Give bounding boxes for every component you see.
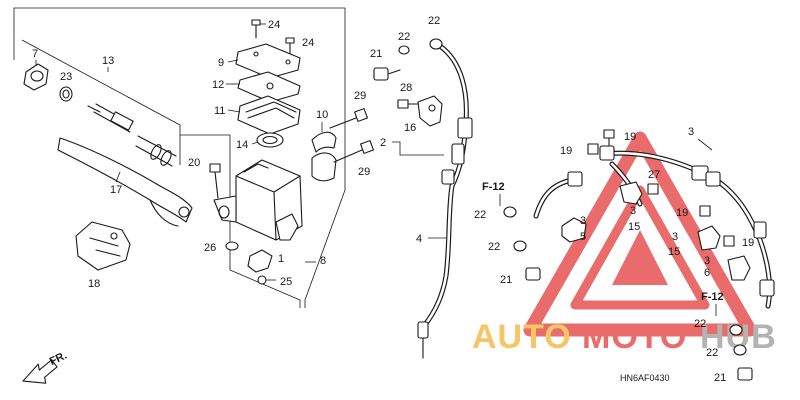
label-27: 27 <box>648 169 660 181</box>
label-22-b: 22 <box>398 31 410 43</box>
part-19-bolt-c <box>699 205 711 217</box>
watermark-text-auto: AUTO <box>472 318 572 356</box>
watermark: AUTO MOTO HUB <box>472 131 776 356</box>
part-22-washer-mid <box>503 206 517 218</box>
label-26: 26 <box>204 242 216 254</box>
part-22-washer-r2 <box>733 344 747 356</box>
label-12: 12 <box>212 79 224 91</box>
front-direction-arrow <box>22 359 58 384</box>
front-direction-label: FR. <box>48 350 69 368</box>
part-4-brake-hose <box>417 43 473 359</box>
label-1: 1 <box>278 253 284 265</box>
part-1-switch <box>247 249 273 273</box>
label-19-d: 19 <box>742 237 754 249</box>
label-15-a: 15 <box>628 221 640 233</box>
part-22-washer-r1 <box>729 324 743 336</box>
label-3-b: 3 <box>630 205 636 217</box>
label-3-c: 3 <box>672 231 678 243</box>
label-22-d: 22 <box>488 241 500 253</box>
part-18-bracket <box>75 221 131 271</box>
label-18: 18 <box>88 278 100 290</box>
part-22-washer-left <box>398 45 410 55</box>
label-6: 6 <box>704 267 710 279</box>
label-5: 5 <box>580 231 586 243</box>
label-14: 14 <box>236 139 248 151</box>
label-11: 11 <box>214 105 225 117</box>
label-22-a: 22 <box>428 15 440 27</box>
label-3-top: 3 <box>688 126 694 138</box>
label-8: 8 <box>320 255 326 267</box>
label-17: 17 <box>110 184 122 196</box>
part-7-cap <box>23 63 49 91</box>
part-21-bolt-mid <box>525 267 541 281</box>
part-14-seal-ring <box>256 132 284 148</box>
label-4: 4 <box>416 233 422 245</box>
label-24-b: 24 <box>302 37 314 49</box>
part-29-bolt-lower <box>333 140 374 163</box>
label-9: 9 <box>218 57 224 69</box>
part-24-screw-top <box>251 19 261 39</box>
label-20: 20 <box>188 157 200 169</box>
label-19-a: 19 <box>624 131 636 143</box>
group-outline-piston <box>21 39 181 165</box>
part-3-brake-hose-right <box>533 145 775 309</box>
label-15-b: 15 <box>668 246 680 258</box>
label-7: 7 <box>32 48 38 60</box>
label-21-a: 21 <box>370 48 382 60</box>
part-21-bolt-low <box>737 367 753 381</box>
part-19-bolt-d <box>723 235 735 247</box>
label-13: 13 <box>102 55 114 67</box>
part-21-bolt-top <box>373 67 401 81</box>
part-clamp-center <box>619 181 643 205</box>
diagram-code: HN6AF0430 <box>620 373 670 383</box>
group-outline-left <box>13 7 346 308</box>
label-22-e: 22 <box>694 318 706 330</box>
ref-f12-right: F-12 <box>701 291 724 303</box>
label-29-a: 29 <box>354 90 366 102</box>
part-clamp-left <box>561 217 587 243</box>
part-22-washer-low <box>513 240 527 252</box>
part-17-brake-lever <box>57 137 193 227</box>
label-3-a: 3 <box>580 215 586 227</box>
part-16-hose-clamp <box>417 95 443 127</box>
part-19-bolt-b <box>587 143 599 155</box>
part-28-screw <box>397 99 419 109</box>
label-19-c: 19 <box>676 207 688 219</box>
label-19-b: 19 <box>560 145 572 157</box>
label-25: 25 <box>280 276 292 288</box>
part-11-diaphragm <box>237 95 301 135</box>
part-25-screw <box>257 275 267 285</box>
part-19-bolt-a <box>603 129 615 147</box>
watermark-text-moto: MOTO <box>582 318 687 356</box>
part-9-reservoir-cover <box>235 43 301 79</box>
part-12-plate <box>237 71 301 103</box>
label-21-c: 21 <box>714 372 726 384</box>
part-26-washer <box>225 241 239 251</box>
part-27-bolt <box>647 183 659 195</box>
label-28: 28 <box>400 82 412 94</box>
label-29-b: 29 <box>358 166 370 178</box>
part-10-holder <box>311 131 337 182</box>
label-16: 16 <box>404 122 416 134</box>
label-23: 23 <box>60 71 72 83</box>
label-3-d: 3 <box>704 255 710 267</box>
label-2: 2 <box>380 137 386 149</box>
label-22-c: 22 <box>474 209 486 221</box>
part-23-ring <box>59 86 73 102</box>
part-22-washer-top <box>429 38 443 50</box>
ref-f12-left: F-12 <box>482 181 505 193</box>
label-10: 10 <box>316 109 328 121</box>
part-clamp-right <box>697 225 721 251</box>
part-20-banjo-bolt <box>209 163 221 199</box>
group-outline-body <box>180 134 301 308</box>
label-22-f: 22 <box>706 347 718 359</box>
part-clamp-lower-right <box>727 255 751 281</box>
part-29-bolt-upper <box>329 108 368 129</box>
label-21-b: 21 <box>500 274 512 286</box>
part-13-piston-set <box>87 103 177 167</box>
part-master-cylinder-body <box>213 159 303 241</box>
label-24-a: 24 <box>268 19 280 31</box>
